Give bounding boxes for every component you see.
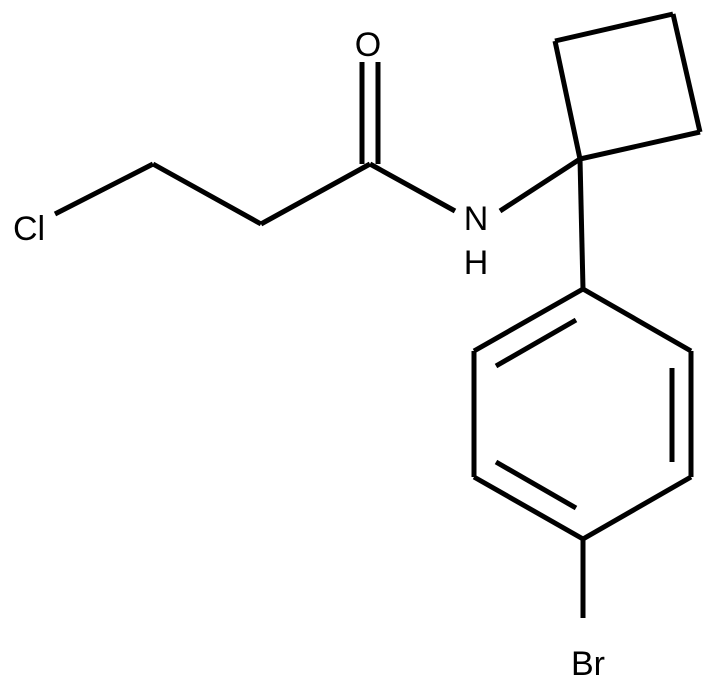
bond-ring-c6-c7 (670, 13, 703, 133)
bond-ring-cq-c5 (552, 40, 583, 160)
bond-n-cq (498, 156, 582, 214)
atom-label-nitrogen: N (464, 200, 489, 238)
bond-c1-c2 (151, 161, 263, 227)
atom-label-bromine: Br (571, 645, 605, 683)
atom-label-chlorine: Cl (13, 210, 45, 248)
bond-ring-c7-cq (579, 129, 701, 162)
bond-benzene-6 (472, 286, 585, 354)
bond-benzene-4 (472, 474, 585, 542)
bond-cq-ipso (577, 158, 586, 290)
bond-benzene-inner-a (494, 317, 578, 369)
bond-benzene-inner-c (494, 459, 578, 511)
bond-ring-c5-c6 (554, 11, 674, 44)
bond-benzene-1 (581, 286, 693, 354)
atom-label-oxygen: O (355, 26, 381, 64)
atom-label-hydrogen: H (464, 244, 489, 282)
bond-benzene-3 (581, 474, 693, 542)
bond-cl-c1 (53, 161, 155, 217)
bond-c2-c3 (259, 161, 372, 227)
bond-c3-n (368, 161, 457, 214)
